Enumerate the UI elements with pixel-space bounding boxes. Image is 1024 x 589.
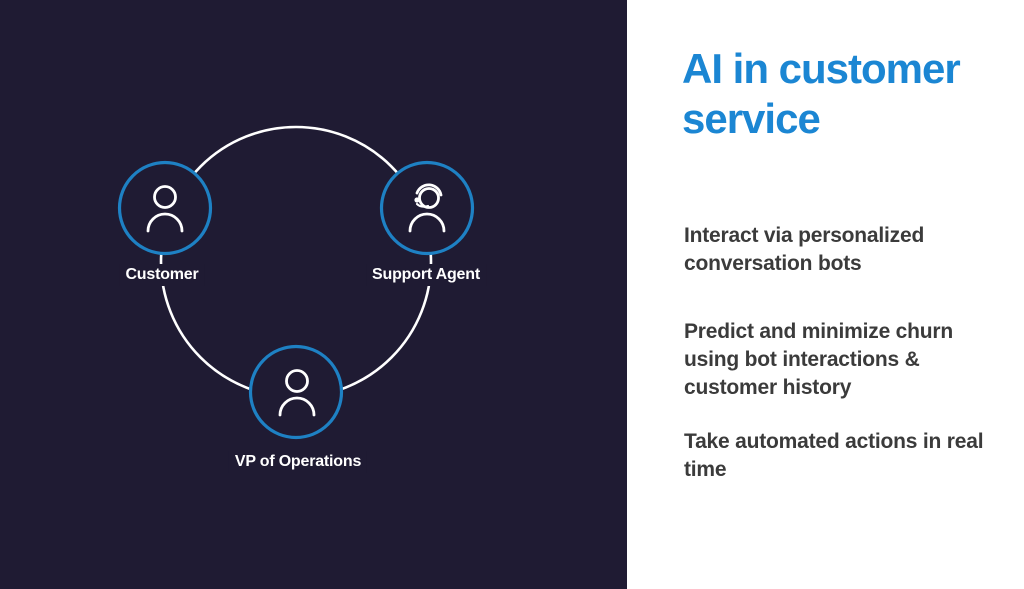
node-customer (117, 160, 213, 256)
node-label-support-agent: Support Agent (366, 264, 486, 286)
bullet-item: Take automated actions in real time (684, 430, 984, 481)
node-vp-operations (248, 344, 344, 440)
slide-title: AI in customer service (682, 45, 961, 142)
node-support-agent (379, 160, 475, 256)
content-panel: AI in customer service Interact via pers… (627, 0, 1024, 589)
relationship-diagram (117, 125, 475, 440)
bullet-item: Predict and minimize churn using bot int… (684, 320, 954, 399)
node-label-vp-operations: VP of Operations (228, 451, 368, 473)
bullet-list: Interact via personalized conversation b… (684, 222, 1014, 484)
diagram-panel: Customer Support Agent VP of Operations (0, 0, 627, 589)
bullet-item: Interact via personalized conversation b… (684, 224, 925, 275)
person-icon (278, 369, 316, 417)
node-label-customer: Customer (119, 264, 205, 286)
headset-person-icon (408, 183, 446, 233)
person-icon (146, 185, 184, 233)
